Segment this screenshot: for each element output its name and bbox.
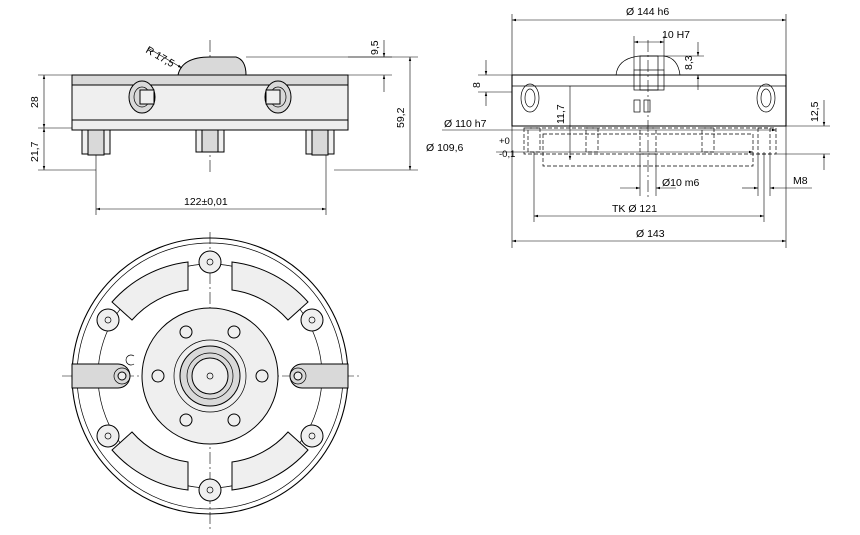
dim-8-label: 8: [471, 82, 483, 88]
tol-upper-label: +0: [499, 136, 510, 147]
dim-122-label: 122±0,01: [184, 196, 228, 208]
side-top-nub: [177, 56, 247, 76]
dim-d110-label: Ø 110 h7: [444, 118, 487, 130]
dim-d109-6-label: Ø 109,6: [426, 142, 464, 154]
dim-28-label: 28: [29, 96, 41, 108]
dim-d143-label: Ø 143: [636, 228, 665, 240]
tol-lower-label: -0,1: [499, 149, 515, 160]
section-view: Ø 144 h6 10 H7 8,3 8 11,7 12,5 Ø 110 h7 …: [426, 6, 830, 248]
side-flange: [71, 119, 349, 131]
dim-tk121-label: TK Ø 121: [612, 203, 657, 215]
dim-10h7-label: 10 H7: [662, 29, 690, 41]
section-hidden-pins: [527, 127, 771, 155]
dim-9-5-label: 9,5: [369, 40, 381, 55]
top-side-slots: [71, 363, 349, 389]
section-side-pockets: [520, 83, 776, 113]
side-bolt-heads: [128, 80, 292, 114]
section-hidden-flange: [523, 127, 777, 155]
dim-m8-label: M8: [793, 175, 808, 187]
top-outer-holes: [96, 250, 324, 502]
side-pins: [81, 129, 335, 156]
dim-59-2-label: 59,2: [395, 107, 407, 128]
dim-21-7-label: 21,7: [29, 141, 41, 162]
side-top-band: [71, 74, 349, 86]
dim-d10m6-label: Ø10 m6: [662, 177, 700, 189]
section-body: [511, 74, 787, 127]
top-segments: [111, 261, 309, 491]
top-inner-holes: [151, 325, 269, 427]
side-view: R 17,5 9,5 59,2 28 21,7 122±0,01: [29, 40, 418, 215]
dim-12-5-label: 12,5: [809, 101, 821, 122]
dim-d144-label: Ø 144 h6: [626, 6, 669, 18]
dim-11-7-label: 11,7: [555, 104, 567, 124]
top-view: [62, 232, 362, 530]
dim-8-3-label: 8,3: [683, 55, 695, 70]
dim-radius-label: R 17,5: [144, 44, 177, 70]
